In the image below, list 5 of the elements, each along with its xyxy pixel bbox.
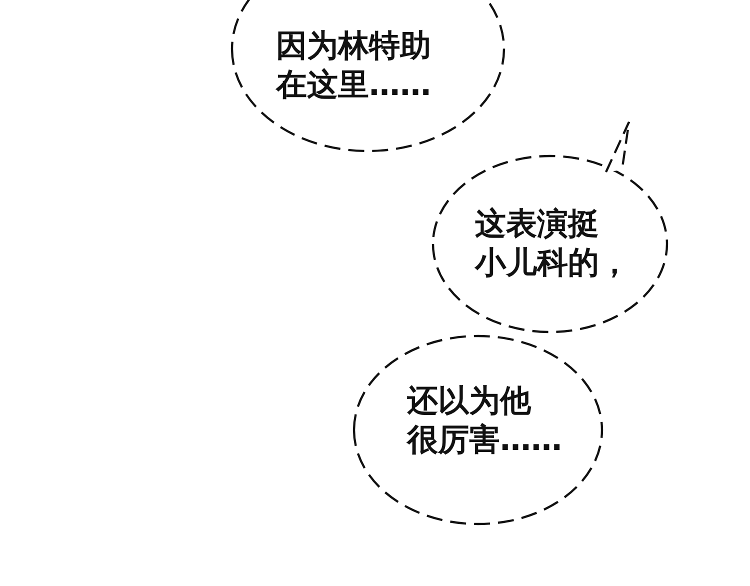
speech-bubble	[230, 0, 508, 153]
speech-text: 还以为他很厉害……	[407, 382, 562, 460]
speech-bubble	[352, 334, 604, 526]
speech-text: 这表演挺小儿科的，	[475, 205, 630, 282]
speech-text: 因为林特助在这里……	[276, 27, 431, 104]
